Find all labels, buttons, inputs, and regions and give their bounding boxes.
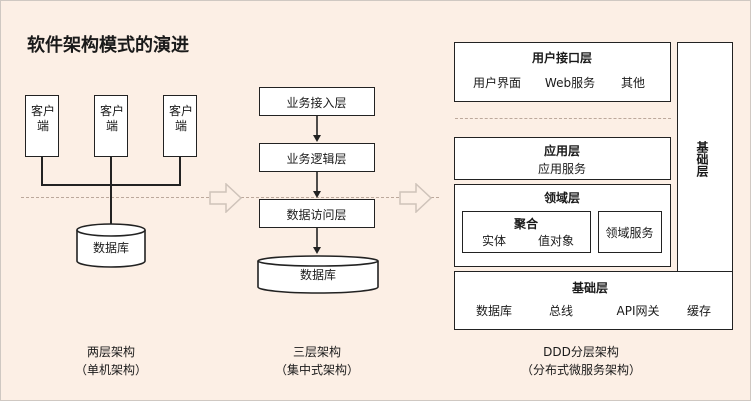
side-label: 基础层: [695, 141, 709, 177]
layer-item: 用户界面: [472, 76, 521, 90]
layer-item: Web服务: [544, 76, 596, 90]
ddd-subcaption: （分布式微服务架构）: [520, 363, 641, 377]
transition-arrow-icon: [399, 183, 433, 213]
layer-title: 基础层: [571, 281, 608, 295]
infrastructure-layer: 基础层 数据库 总线 API网关 缓存: [454, 271, 733, 330]
client-bus-line: [41, 184, 181, 186]
layer-box-logic: 业务逻辑层: [259, 143, 375, 172]
layer-box-data: 数据访问层: [259, 199, 375, 228]
client-connector: [179, 157, 181, 185]
aggregate-item: 实体: [481, 234, 506, 248]
layer-item: 其他: [620, 76, 645, 90]
layer-item: 总线: [548, 304, 573, 318]
layer-title: 用户接口层: [531, 51, 592, 65]
ddd-caption: DDD分层架构: [543, 345, 619, 359]
client-connector: [110, 157, 112, 229]
client-connector: [41, 157, 43, 185]
layer-item: 缓存: [686, 304, 711, 318]
two-tier-caption: 两层架构: [86, 345, 135, 359]
client-label: 客户端: [168, 104, 193, 133]
layer-label: 业务接入层: [286, 96, 347, 110]
flow-arrows: [313, 116, 321, 254]
layer-label: 数据访问层: [286, 208, 347, 222]
layer-item: 数据库: [475, 304, 512, 318]
three-tier-caption: 三层架构: [292, 345, 341, 359]
client-box-2: 客户端: [94, 95, 128, 157]
client-label: 客户端: [99, 104, 124, 133]
database-label: 数据库: [299, 268, 336, 282]
user-interface-layer: 用户接口层 用户界面 Web服务 其他: [454, 42, 671, 102]
aggregate-title: 聚合: [513, 217, 538, 231]
domain-service-label: 领域服务: [605, 226, 654, 240]
layer-title: 应用层: [543, 144, 580, 158]
database-label: 数据库: [92, 241, 129, 255]
client-label: 客户端: [30, 104, 55, 133]
database-cylinder-icon: [257, 255, 379, 294]
database-cylinder-icon: [76, 223, 146, 268]
three-tier-subcaption: （集中式架构）: [274, 363, 359, 377]
two-tier-subcaption: （单机架构）: [74, 363, 147, 377]
infrastructure-side-column: 基础层: [677, 42, 733, 273]
application-layer: 应用层 应用服务: [454, 137, 671, 180]
page-title: 软件架构模式的演进: [27, 35, 189, 56]
aggregate-box: 聚合 实体 值对象: [462, 211, 591, 253]
layer-label: 业务逻辑层: [286, 152, 347, 166]
layer-item: API网关: [616, 304, 660, 318]
layer-item: 应用服务: [537, 162, 586, 176]
layer-title: 领域层: [543, 191, 580, 205]
client-box-1: 客户端: [25, 95, 59, 157]
domain-service-box: 领域服务: [598, 211, 662, 253]
tier-separator-right: [455, 118, 671, 119]
transition-arrow-icon: [209, 183, 243, 213]
aggregate-item: 值对象: [537, 234, 574, 248]
layer-box-access: 业务接入层: [259, 87, 375, 116]
client-box-3: 客户端: [163, 95, 197, 157]
